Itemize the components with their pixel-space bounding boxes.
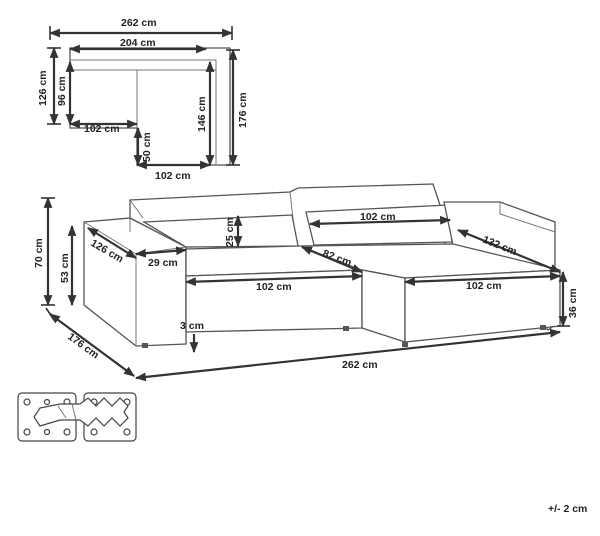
label-top-depth-left: 126 cm [37, 70, 49, 106]
label-chaise-seat-width: 102 cm [466, 280, 502, 292]
label-depth: 176 cm [65, 331, 101, 362]
top-view: 262 cm 204 cm 126 cm 96 cm 102 cm 146 cm… [37, 17, 249, 182]
label-height: 70 cm [33, 238, 45, 268]
label-top-seat-width: 204 cm [120, 37, 156, 49]
label-back-cushion-width: 102 cm [360, 211, 396, 223]
dim-depth [49, 313, 135, 377]
screw-icon [63, 428, 71, 436]
screw-icon [43, 428, 51, 436]
connector-bracket [33, 397, 129, 427]
perspective-view: 70 cm 53 cm 126 cm 29 cm 25 cm 102 cm 82… [33, 183, 579, 382]
dim-seat-depth [300, 245, 364, 274]
leg [343, 326, 349, 331]
dim-seat-width [184, 271, 364, 287]
tolerance-note: +/- 2 cm [548, 503, 587, 515]
connector-mechanism [17, 392, 137, 442]
label-top-chaise-inner-depth: 146 cm [196, 96, 208, 132]
leg [142, 343, 148, 348]
screw-icon [90, 428, 98, 436]
label-top-chaise-width: 102 cm [155, 170, 191, 182]
label-top-overall-depth: 176 cm [237, 92, 249, 128]
dim-back-cushion-width [308, 215, 452, 229]
label-seat-width: 102 cm [256, 281, 292, 293]
dim-chaise-length [456, 228, 562, 274]
label-backrest-height: 25 cm [224, 217, 236, 247]
chaise-front [361, 269, 406, 343]
label-leg-height: 3 cm [180, 320, 204, 332]
label-top-inner-width: 102 cm [84, 123, 120, 135]
label-top-chaise-step: 50 cm [141, 132, 153, 162]
dim-width [134, 328, 562, 382]
screw-icon [23, 428, 31, 436]
screw-icon [23, 398, 31, 406]
label-armrest-height: 53 cm [59, 253, 71, 283]
screw-icon [123, 428, 131, 436]
label-armrest-width: 29 cm [148, 257, 178, 269]
leg [540, 325, 546, 330]
dim-armrest-width [134, 246, 188, 258]
dim-armrest-depth [87, 227, 137, 259]
label-top-overall-width: 262 cm [121, 17, 157, 29]
label-width: 262 cm [342, 359, 378, 371]
label-top-inner-depth: 96 cm [56, 76, 68, 106]
screw-icon [43, 398, 51, 406]
top-view-inner-outline [70, 59, 217, 165]
dim-chaise-seat-width [403, 271, 562, 287]
label-seat-height: 36 cm [567, 288, 579, 318]
leg [402, 342, 408, 347]
